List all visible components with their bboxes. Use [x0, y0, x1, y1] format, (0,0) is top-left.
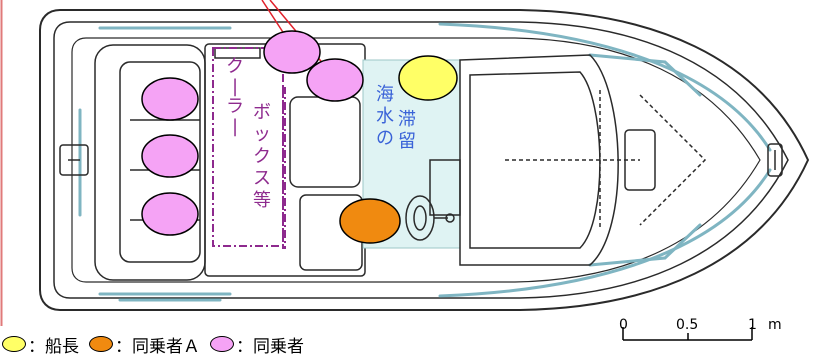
steering-wheel	[405, 195, 455, 241]
passenger-marker	[306, 58, 364, 102]
cabin-console	[429, 54, 707, 266]
seawater-label-col1: 海水の	[376, 84, 394, 149]
passenger-a-marker-icon	[89, 336, 113, 352]
cooler-label-col1: ク|ラ|	[226, 56, 244, 137]
passenger-marker	[141, 134, 199, 178]
passenger-marker-icon	[210, 336, 234, 352]
scale-tick-0: 0	[619, 317, 628, 333]
cooler-box-area	[212, 47, 286, 249]
scale-bar	[622, 327, 753, 341]
scale-tick-half: 0.5	[676, 317, 699, 333]
passenger-a-marker	[339, 198, 401, 244]
passenger-marker	[263, 30, 321, 74]
captain-marker	[398, 55, 458, 101]
legend: ：船長 ：同乗者Ａ ：同乗者	[2, 331, 314, 357]
passenger-marker	[141, 192, 199, 236]
legend-captain-label: ：船長	[28, 336, 79, 357]
cooler-label-col2: ボックス等	[253, 102, 271, 211]
legend-passenger-label: ：同乗者	[236, 336, 304, 357]
captain-marker-icon	[2, 336, 26, 352]
bow-cleat	[767, 143, 783, 177]
deck-piping	[78, 22, 772, 302]
scale-unit: m	[768, 317, 782, 333]
passenger-marker	[141, 77, 199, 121]
legend-passenger-a-label: ：同乗者Ａ	[115, 336, 200, 357]
person-markers	[141, 30, 458, 244]
scale-tick-1: 1	[748, 317, 757, 333]
seawater-label-col2: 滞留	[398, 109, 416, 152]
